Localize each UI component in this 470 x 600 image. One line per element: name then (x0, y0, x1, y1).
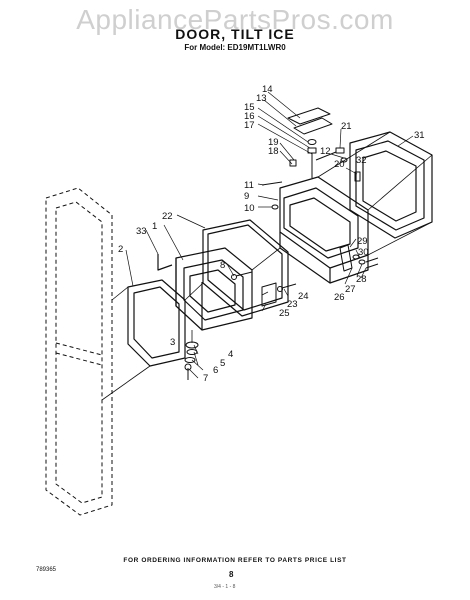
page-number: 8 (229, 570, 234, 579)
callout-6: 6 (213, 365, 218, 376)
callout-18: 18 (268, 146, 279, 157)
diagram-title: DOOR, TILT ICE (175, 26, 295, 42)
part-31-door-panel (349, 131, 433, 239)
callout-17: 17 (244, 120, 255, 131)
callout-21: 21 (341, 121, 352, 132)
callout-numbers: 14 13 15 16 17 21 12 20 19 18 31 32 11 9… (118, 84, 425, 384)
callout-7: 7 (203, 373, 208, 384)
parts-10-11-screws (261, 181, 283, 210)
part-2-trim-frame (127, 279, 186, 367)
callout-14: 14 (262, 84, 273, 95)
callout-5: 5 (220, 358, 225, 369)
model-number: For Model: ED19MT1LWR0 (184, 43, 286, 52)
part-22-gasket (202, 219, 289, 317)
callout-2: 2 (118, 244, 123, 255)
callout-15: 15 (244, 102, 255, 113)
callout-20: 20 (334, 159, 345, 170)
callout-22: 22 (162, 211, 173, 222)
callout-19: 19 (268, 137, 279, 148)
watermark: AppliancePartsPros.com (76, 4, 394, 35)
assembly-guide-lines (101, 131, 433, 401)
part-32-clip (354, 171, 361, 182)
callout-28: 28 (356, 274, 367, 285)
callout-11: 11 (244, 180, 254, 191)
part-33-wrench (157, 254, 173, 271)
callout-32: 32 (356, 155, 367, 166)
callout-24: 24 (298, 291, 309, 302)
callout-27: 27 (345, 284, 356, 295)
part-9-ice-door-body (279, 176, 369, 284)
callout-13: 13 (256, 93, 267, 104)
callout-31: 31 (414, 130, 425, 141)
ordering-note: FOR ORDERING INFORMATION REFER TO PARTS … (123, 557, 347, 564)
callout-26: 26 (334, 292, 345, 303)
callout-29: 29 (357, 236, 368, 247)
callout-12: 12 (320, 146, 331, 157)
document-number: 789365 (36, 567, 57, 573)
callout-leader-lines (125, 91, 414, 379)
callout-33: 33 (136, 226, 147, 237)
callout-4: 4 (228, 349, 233, 360)
callout-10: 10 (244, 203, 255, 214)
door-frame-outline (45, 187, 113, 516)
callout-30: 30 (358, 247, 369, 258)
handwritten-note: 3/4 - 1 - 8 (214, 584, 236, 590)
part-8-screw (231, 271, 253, 280)
parts-23-25-bracket (261, 282, 297, 307)
callout-23: 23 (287, 299, 298, 310)
callout-25: 25 (279, 308, 290, 319)
parts-4-7-lower-hardware (184, 330, 199, 380)
part-1-dispenser-housing (175, 247, 253, 331)
callout-8: 8 (220, 260, 225, 271)
callout-9: 9 (244, 191, 249, 202)
callout-16: 16 (244, 111, 255, 122)
callout-3: 3 (170, 337, 175, 348)
parts-13-17-hinge-assembly (287, 107, 333, 178)
callout-1: 1 (152, 221, 157, 232)
